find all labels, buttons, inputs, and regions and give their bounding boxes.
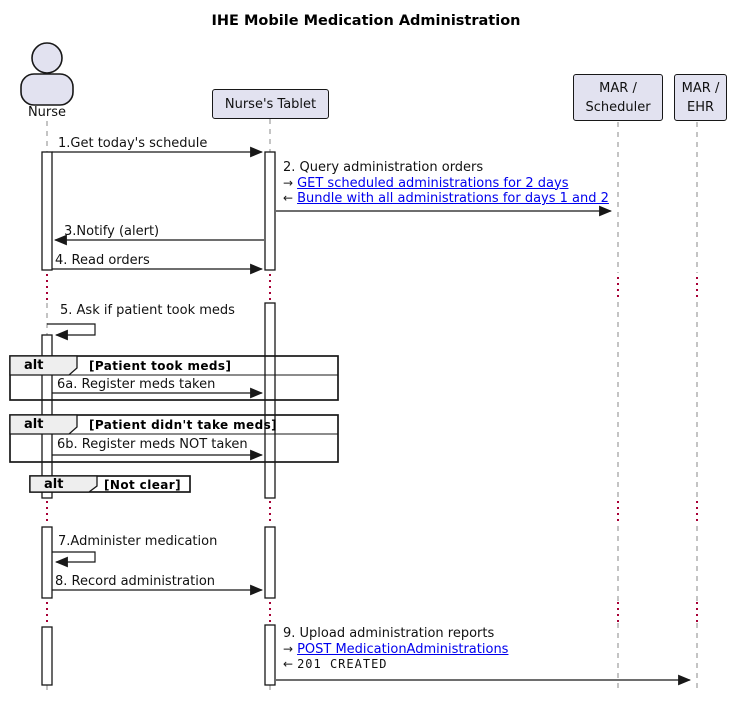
alt-guard-2: [Patient didn't take meds] bbox=[89, 418, 277, 432]
activation-nurse-4 bbox=[41, 626, 53, 686]
participant-scheduler-label-line1: MAR / bbox=[599, 80, 637, 96]
response-arrow-icon: ← bbox=[283, 657, 294, 672]
message-7-label: 7.Administer medication bbox=[58, 534, 218, 549]
participant-scheduler[interactable]: MAR / Scheduler bbox=[573, 74, 663, 121]
arrow-7-self bbox=[52, 551, 96, 568]
nurse-actor-icon bbox=[20, 42, 74, 106]
message-6a-label: 6a. Register meds taken bbox=[57, 377, 216, 392]
alt-guard-1: [Patient took meds] bbox=[89, 359, 232, 373]
alt-operator-pentagon-1 bbox=[9, 355, 78, 376]
message-4-label: 4. Read orders bbox=[55, 253, 150, 268]
alt-operator-pentagon-2 bbox=[9, 414, 78, 435]
actor-nurse-label: Nurse bbox=[27, 105, 67, 120]
message-9-request-link[interactable]: POST MedicationAdministrations bbox=[297, 641, 509, 657]
message-3-label: 3.Notify (alert) bbox=[64, 224, 160, 239]
activation-tablet-1 bbox=[264, 151, 276, 271]
activation-nurse-1 bbox=[41, 151, 53, 271]
message-arrows bbox=[47, 146, 692, 686]
message-5-label: 5. Ask if patient took meds bbox=[60, 303, 235, 318]
message-9-label: 9. Upload administration reports bbox=[283, 626, 495, 641]
alt-frames bbox=[9, 355, 339, 493]
activation-nurse-3 bbox=[41, 526, 53, 599]
participant-ehr[interactable]: MAR / EHR bbox=[674, 74, 727, 121]
alt-operator-label-3: alt bbox=[44, 477, 64, 492]
alt-guard-3: [Not clear] bbox=[104, 478, 181, 492]
participant-tablet[interactable]: Nurse's Tablet bbox=[212, 89, 329, 119]
alt-operator-label-2: alt bbox=[24, 417, 44, 432]
participant-scheduler-label-line2: Scheduler bbox=[585, 99, 651, 115]
message-9-block: 9. Upload administration reports → POST … bbox=[283, 626, 508, 673]
activation-tablet-3 bbox=[264, 526, 276, 599]
request-arrow-icon: → bbox=[283, 175, 294, 190]
alt-operator-label-1: alt bbox=[24, 358, 44, 373]
message-2-block: 2. Query administration orders → GET sch… bbox=[283, 160, 609, 207]
delay-dotted-lines bbox=[46, 274, 698, 622]
alt-operator-pentagon-3 bbox=[29, 475, 98, 493]
message-9-response-code: 201 CREATED bbox=[297, 657, 388, 672]
message-2-request-link[interactable]: GET scheduled administrations for 2 days bbox=[297, 175, 569, 191]
message-6b-label: 6b. Register meds NOT taken bbox=[57, 437, 248, 452]
activation-tablet-4 bbox=[264, 624, 276, 686]
alt-frame-2 bbox=[9, 414, 339, 463]
message-2-label: 2. Query administration orders bbox=[283, 160, 484, 175]
diagram-title: IHE Mobile Medication Administration bbox=[211, 13, 521, 29]
participant-ehr-label-line2: EHR bbox=[686, 99, 715, 115]
message-2-response-link[interactable]: Bundle with all administrations for days… bbox=[297, 191, 609, 207]
participant-ehr-label-line1: MAR / bbox=[681, 80, 720, 96]
request-arrow-icon: → bbox=[283, 641, 294, 656]
alt-frame-1 bbox=[9, 355, 339, 401]
response-arrow-icon: ← bbox=[283, 191, 294, 206]
arrow-5-self bbox=[47, 323, 96, 341]
message-1-label: 1.Get today's schedule bbox=[58, 136, 208, 151]
message-8-label: 8. Record administration bbox=[55, 574, 216, 589]
lifelines bbox=[46, 119, 698, 691]
participant-tablet-label: Nurse's Tablet bbox=[224, 96, 317, 112]
